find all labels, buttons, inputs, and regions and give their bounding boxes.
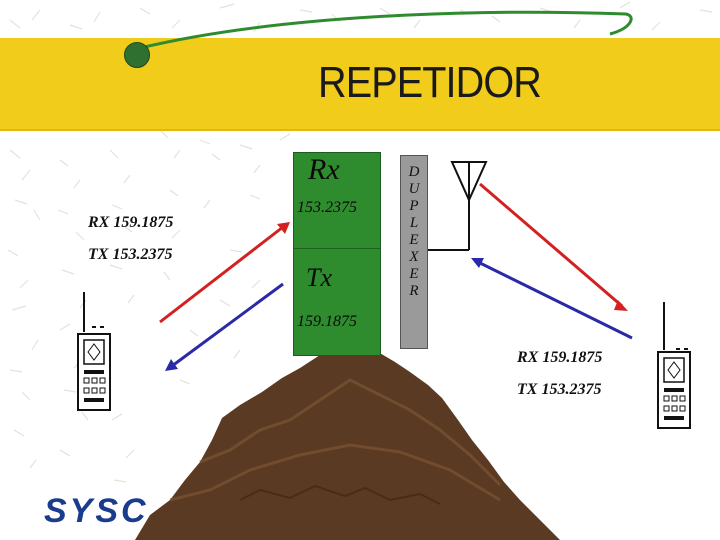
downlink-arrow-left xyxy=(171,282,284,368)
tx-frequency: 159.1875 xyxy=(297,313,357,330)
left-radio-rx: RX 159.1875 xyxy=(88,214,174,231)
mountain xyxy=(135,345,560,540)
duplexer-letter: L xyxy=(409,215,419,231)
duplexer-letter: P xyxy=(409,198,419,214)
header-band xyxy=(0,38,720,130)
right-radio-tx: TX 153.2375 xyxy=(517,381,602,398)
right-radio-rx: RX 159.1875 xyxy=(517,349,603,366)
duplexer-letter: X xyxy=(409,249,419,265)
duplexer-letter: U xyxy=(408,181,420,197)
downlink-arrow-right xyxy=(477,260,633,340)
duplexer-letter: E xyxy=(409,266,419,282)
right-radio-icon xyxy=(657,302,691,429)
uplink-arrow-right xyxy=(479,182,623,308)
rx-frequency: 153.2375 xyxy=(297,199,357,216)
globe-icon xyxy=(124,42,150,68)
duplexer-letter: R xyxy=(409,283,419,299)
company-logo: SYSC xyxy=(44,492,149,530)
repeater-box: Rx 153.2375 Tx 159.1875 xyxy=(293,152,381,356)
rx-label: Rx xyxy=(308,153,340,186)
antenna-icon xyxy=(428,161,488,251)
uplink-arrow-left xyxy=(159,225,284,324)
box-divider xyxy=(294,248,380,249)
left-radio-tx: TX 153.2375 xyxy=(88,246,173,263)
left-radio-icon xyxy=(77,292,111,411)
duplexer-letter: D xyxy=(408,164,420,180)
tx-label: Tx xyxy=(306,263,332,292)
duplexer-letter: E xyxy=(409,232,419,248)
duplexer: D U P L E X E R xyxy=(400,155,428,349)
page-title: REPETIDOR xyxy=(318,58,542,107)
